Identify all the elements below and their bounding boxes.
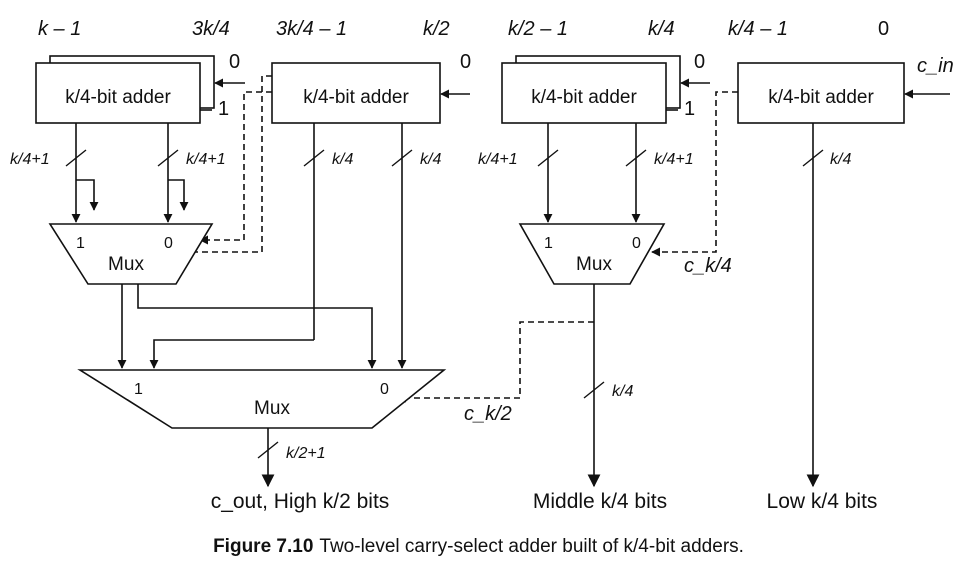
bus-width-a0-right: k/4+1: [186, 151, 226, 168]
adder-2: k/4-bit adder: [501, 55, 681, 124]
bus-width-a2-right: k/4+1: [654, 151, 694, 168]
adder-1-label: k/4-bit adder: [303, 87, 409, 108]
adder-2-cin-zero: 0: [694, 51, 705, 73]
bus-width-a1-left: k/4: [332, 151, 353, 168]
bit-label-a0-high: k – 1: [38, 18, 81, 40]
mux-right: 1 0 Mux: [518, 223, 666, 285]
mux-bottom: 1 0 Mux: [77, 369, 447, 429]
bit-label-a3-low: 0: [878, 18, 889, 40]
figure-number: Figure 7.10: [213, 536, 314, 557]
mux-left-in0: 0: [164, 235, 173, 252]
adder-2-cin-one: 1: [684, 98, 695, 120]
mux-left: 1 0 Mux: [48, 223, 214, 285]
adder-3-label: k/4-bit adder: [768, 87, 874, 108]
carry-in-label: c_in: [917, 55, 954, 77]
bus-width-a3: k/4: [830, 151, 851, 168]
output-middle-label: Middle k/4 bits: [533, 490, 667, 513]
output-high-label: c_out, High k/2 bits: [211, 490, 390, 513]
mux-bottom-in0: 0: [380, 381, 389, 398]
mux-right-in0: 0: [632, 235, 641, 252]
bit-label-a2-low: k/4: [648, 18, 675, 40]
adder-1: k/4-bit adder: [271, 62, 441, 124]
mux-left-in1: 1: [76, 235, 85, 252]
bus-width-middle-out: k/4: [612, 383, 633, 400]
mux-right-in1: 1: [544, 235, 553, 252]
bit-label-a3-high: k/4 – 1: [728, 18, 788, 40]
bus-width-a1-right: k/4: [420, 151, 441, 168]
adder-0-cin-zero: 0: [229, 51, 240, 73]
adder-0: k/4-bit adder: [35, 55, 215, 124]
mux-bottom-in1: 1: [134, 381, 143, 398]
mux-bottom-label: Mux: [254, 398, 290, 419]
bit-label-a2-high: k/2 – 1: [508, 18, 568, 40]
adder-1-cin-zero: 0: [460, 51, 471, 73]
adder-3: k/4-bit adder: [737, 62, 905, 124]
bus-width-a0-left: k/4+1: [10, 151, 50, 168]
bus-width-high-out: k/2+1: [286, 445, 326, 462]
adder-0-label: k/4-bit adder: [65, 87, 171, 108]
figure-caption-text: Two-level carry-select adder built of k/…: [319, 536, 744, 557]
carry-ck2-label: c_k/2: [464, 403, 512, 425]
bus-width-a2-left: k/4+1: [478, 151, 518, 168]
carry-ck4-label: c_k/4: [684, 255, 732, 277]
bit-label-a0-low: 3k/4: [192, 18, 230, 40]
adder-2-label: k/4-bit adder: [531, 87, 637, 108]
mux-left-label: Mux: [108, 254, 144, 275]
mux-right-label: Mux: [576, 254, 612, 275]
output-low-label: Low k/4 bits: [767, 490, 878, 513]
bit-label-a1-low: k/2: [423, 18, 450, 40]
bit-label-a1-high: 3k/4 – 1: [276, 18, 347, 40]
adder-0-cin-one: 1: [218, 98, 229, 120]
